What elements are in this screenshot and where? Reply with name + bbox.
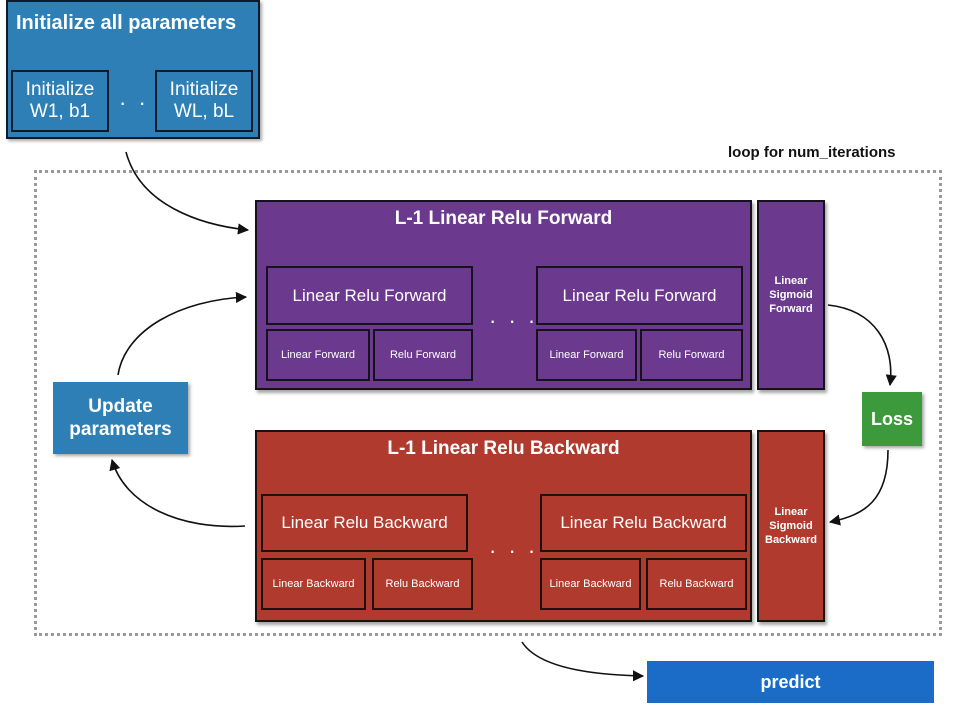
forward-layer1-main: Linear Relu Forward [266,266,473,325]
arrow-loss-to-backward [828,449,889,526]
initialize-first-layer-box: Initialize W1, b1 [11,70,109,132]
update-line2: parameters [69,419,172,440]
linear-sigmoid-forward-block: Linear Sigmoid Forward [757,200,825,390]
initialize-parameters-box: Initialize all parameters Initialize W1,… [6,0,260,139]
arrow-init-to-forward [125,151,250,235]
update-line1: Update [88,396,153,417]
backward-title: L-1 Linear Relu Backward [387,438,620,459]
arrow-backward-to-update [109,458,246,528]
backward-layerL-relu: Relu Backward [646,558,747,610]
backward-layer1-linear: Linear Backward [261,558,366,610]
forward-title: L-1 Linear Relu Forward [394,208,613,229]
initialize-first-line2: W1, b1 [29,101,91,122]
linear-sigmoid-backward-block: Linear Sigmoid Backward [757,430,825,622]
sigmoid-forward-line3: Forward [769,303,813,315]
sigmoid-backward-line3: Backward [765,534,817,546]
sigmoid-forward-line1: Linear [774,275,808,287]
forward-layerL-main: Linear Relu Forward [536,266,743,325]
forward-ellipsis: · · · [489,308,539,333]
forward-layer1-relu: Relu Forward [373,329,473,381]
forward-layerL-linear: Linear Forward [536,329,637,381]
arrow-loop-to-predict [521,641,645,682]
sigmoid-backward-line2: Sigmoid [769,520,813,532]
update-parameters-box: Update parameters [53,382,188,454]
arrow-update-to-forward [117,291,248,376]
predict-box: predict [647,661,934,703]
backward-layer1-main: Linear Relu Backward [261,494,468,552]
initialize-first-line1: Initialize [25,79,95,100]
initialize-last-line1: Initialize [169,79,239,100]
loop-boundary [34,170,942,636]
initialize-last-line2: WL, bL [173,101,235,122]
loss-box: Loss [862,392,922,446]
backward-layer1-relu: Relu Backward [372,558,473,610]
forward-layer1-linear: Linear Forward [266,329,370,381]
initialize-last-layer-box: Initialize WL, bL [155,70,253,132]
sigmoid-forward-line2: Sigmoid [769,289,813,301]
forward-layerL-relu: Relu Forward [640,329,743,381]
backward-ellipsis: · · · [489,538,539,563]
backward-layerL-main: Linear Relu Backward [540,494,747,552]
linear-relu-forward-block: L-1 Linear Relu Forward Linear Relu Forw… [255,200,752,390]
initialize-title: Initialize all parameters [16,12,237,34]
backward-layerL-linear: Linear Backward [540,558,641,610]
arrow-sigmoid-to-loss [827,304,897,387]
loop-label: loop for num_iterations [728,144,896,161]
sigmoid-backward-line1: Linear [774,506,808,518]
linear-relu-backward-block: L-1 Linear Relu Backward Linear Relu Bac… [255,430,752,622]
